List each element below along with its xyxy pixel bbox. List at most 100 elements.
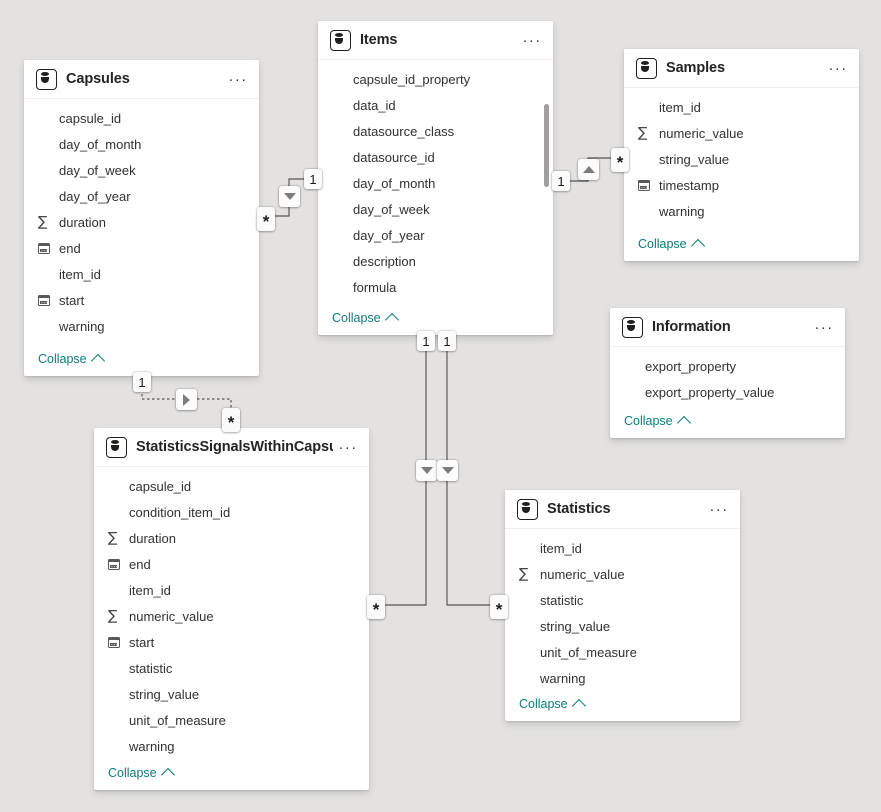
field-row[interactable]: day_of_week (24, 157, 259, 183)
field-row[interactable]: item_id (505, 535, 740, 561)
table-card-header[interactable]: Statistics... (505, 490, 740, 529)
table-card-statistics_signals_within_capsules[interactable]: StatisticsSignalsWithinCapsules...capsul… (94, 428, 369, 790)
field-row[interactable]: day_of_year (24, 183, 259, 209)
cardinality-badge-to[interactable]: * (611, 148, 629, 172)
field-row[interactable]: ∑numeric_value (624, 120, 859, 146)
field-row[interactable]: day_of_week (318, 196, 553, 222)
field-row[interactable]: export_property (610, 353, 845, 379)
field-name: item_id (59, 266, 101, 282)
cardinality-badge-from[interactable]: 1 (133, 372, 151, 392)
collapse-button[interactable]: Collapse (624, 232, 859, 261)
field-name: day_of_week (59, 162, 136, 178)
field-row[interactable]: day_of_month (24, 131, 259, 157)
cross-filter-direction-badge[interactable] (416, 460, 437, 481)
collapse-button[interactable]: Collapse (505, 692, 740, 721)
cardinality-badge-from[interactable]: 1 (552, 171, 570, 191)
field-row[interactable]: datasource_class (318, 118, 553, 144)
field-name: string_value (129, 686, 200, 702)
field-row[interactable]: capsule_id (94, 473, 369, 499)
field-row[interactable]: warning (94, 733, 369, 759)
field-row[interactable]: capsule_id (24, 105, 259, 131)
field-row[interactable]: statistic (94, 655, 369, 681)
cross-filter-direction-badge[interactable] (437, 460, 458, 481)
table-card-header[interactable]: Samples... (624, 49, 859, 88)
field-row[interactable]: statistic (505, 587, 740, 613)
table-more-options-button[interactable]: ... (522, 29, 542, 46)
field-row[interactable]: item_id (624, 94, 859, 120)
field-row[interactable]: warning (24, 313, 259, 339)
table-icon (622, 316, 643, 338)
field-row[interactable]: item_id (24, 261, 259, 287)
cardinality-badge-to[interactable]: * (367, 595, 385, 619)
field-row[interactable]: end (94, 551, 369, 577)
field-row[interactable]: warning (624, 198, 859, 224)
table-card-title: Statistics (547, 501, 611, 517)
field-name: item_id (659, 99, 701, 115)
cardinality-badge-from[interactable]: 1 (417, 331, 435, 351)
collapse-button[interactable]: Collapse (318, 306, 553, 335)
chevron-up-icon (690, 238, 705, 253)
field-row[interactable]: ∑numeric_value (505, 561, 740, 587)
cross-filter-direction-badge[interactable] (279, 186, 300, 207)
field-row[interactable]: day_of_year (318, 222, 553, 248)
field-row[interactable]: warning (505, 665, 740, 691)
field-row[interactable]: datasource_id (318, 144, 553, 170)
collapse-label: Collapse (108, 766, 157, 780)
table-more-options-button[interactable]: ... (709, 498, 729, 515)
field-row[interactable]: description (318, 248, 553, 274)
table-card-header[interactable]: Items... (318, 21, 553, 60)
collapse-button[interactable]: Collapse (24, 347, 259, 376)
cardinality-badge-to[interactable]: * (222, 408, 240, 432)
table-more-options-button[interactable]: ... (338, 436, 358, 453)
field-row[interactable]: export_property_value (610, 379, 845, 405)
cross-filter-direction-badge[interactable] (578, 159, 599, 180)
collapse-button[interactable]: Collapse (610, 409, 845, 438)
field-list-scrollbar[interactable] (544, 104, 549, 187)
cardinality-badge-to[interactable]: * (490, 595, 508, 619)
cardinality-badge-from[interactable]: * (257, 207, 275, 231)
field-row[interactable]: ∑duration (94, 525, 369, 551)
sigma-icon: ∑ (108, 608, 118, 624)
cardinality-badge-from[interactable]: 1 (438, 331, 456, 351)
table-card-header[interactable]: StatisticsSignalsWithinCapsules... (94, 428, 369, 467)
cross-filter-direction-badge[interactable] (176, 389, 197, 410)
field-row[interactable]: start (94, 629, 369, 655)
field-row[interactable]: string_value (624, 146, 859, 172)
field-row[interactable]: unit_of_measure (94, 707, 369, 733)
field-row[interactable]: item_id (94, 577, 369, 603)
field-name: numeric_value (659, 125, 744, 141)
field-row[interactable]: string_value (505, 613, 740, 639)
field-row[interactable]: end (24, 235, 259, 261)
collapse-button[interactable]: Collapse (94, 761, 369, 790)
field-row[interactable]: start (24, 287, 259, 313)
field-row[interactable]: day_of_month (318, 170, 553, 196)
cardinality-badge-to[interactable]: 1 (304, 169, 322, 189)
table-more-options-button[interactable]: ... (228, 68, 248, 85)
table-more-options-button[interactable]: ... (814, 316, 834, 333)
calendar-icon (37, 294, 54, 306)
field-row[interactable]: formula (318, 274, 553, 300)
field-row[interactable]: ∑numeric_value (94, 603, 369, 629)
table-more-options-button[interactable]: ... (828, 57, 848, 74)
table-card-header[interactable]: Capsules... (24, 60, 259, 99)
field-row[interactable]: condition_item_id (94, 499, 369, 525)
field-row[interactable]: timestamp (624, 172, 859, 198)
field-row[interactable]: ∑duration (24, 209, 259, 235)
field-row[interactable]: capsule_id_property (318, 66, 553, 92)
table-card-header[interactable]: Information... (610, 308, 845, 347)
field-row[interactable]: string_value (94, 681, 369, 707)
field-row[interactable]: unit_of_measure (505, 639, 740, 665)
field-row[interactable]: data_id (318, 92, 553, 118)
